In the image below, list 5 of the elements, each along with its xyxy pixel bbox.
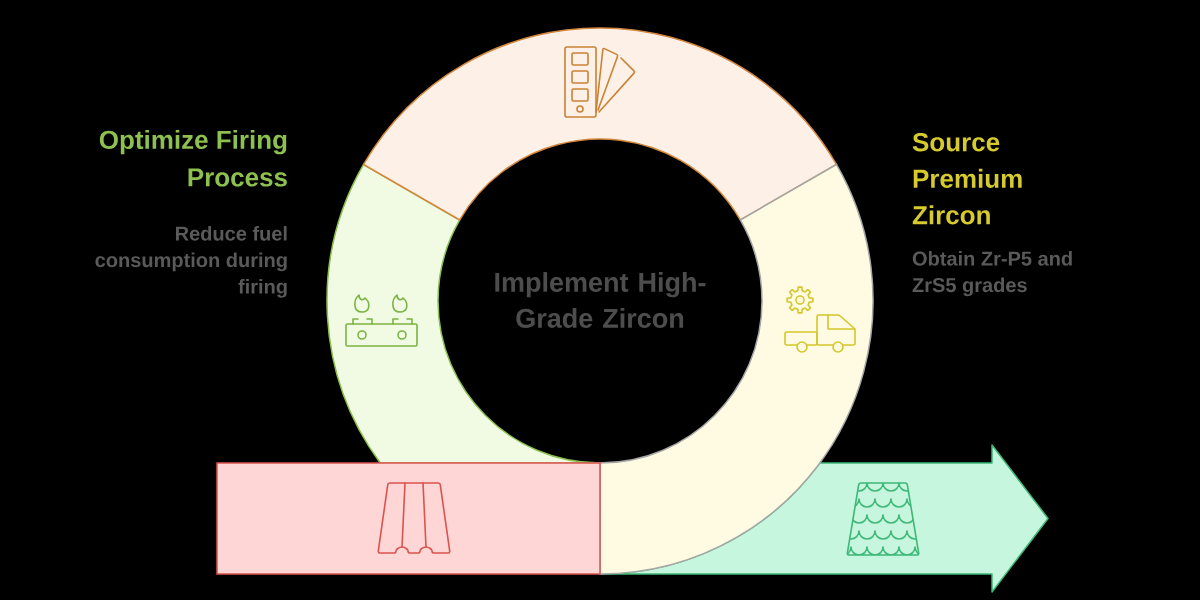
description: Reduce fuel consumption during firing (95, 226, 287, 298)
heading: Source Premium Zircon (912, 133, 1022, 225)
heading: Optimize Firing Process (99, 130, 287, 187)
description: Obtain Zr-P5 and ZrS5 grades (912, 251, 1072, 297)
center-label: Implement High-Grade Zircon (495, 272, 706, 328)
